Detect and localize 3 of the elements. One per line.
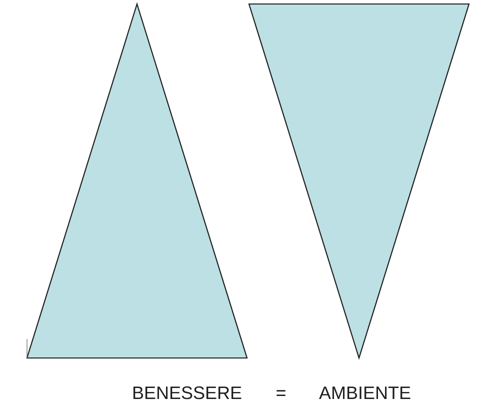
label: = (276, 390, 286, 396)
label: AMBIENTE (319, 386, 410, 399)
label: BENESSERE (133, 386, 242, 400)
